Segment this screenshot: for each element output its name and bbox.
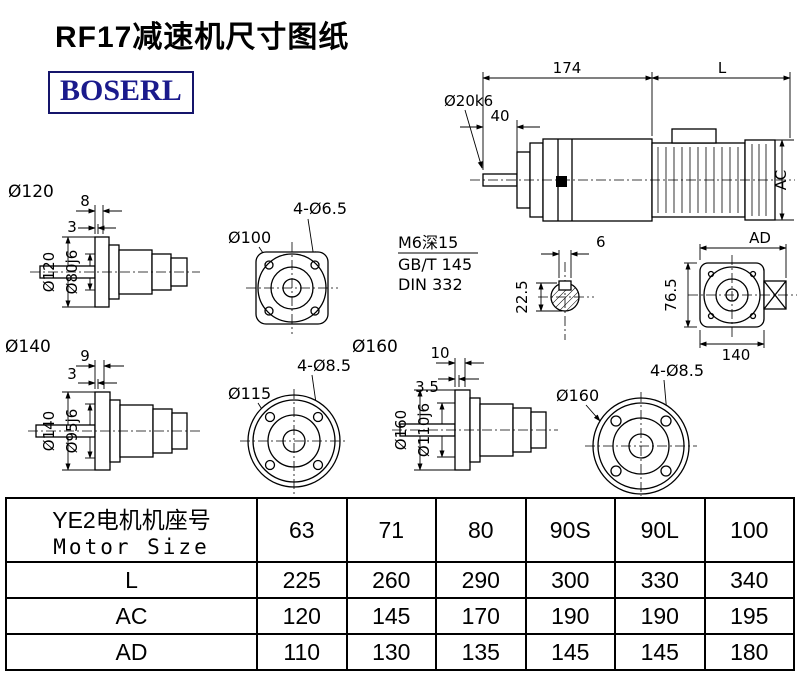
flange-115-holes-label: 4-Ø8.5 — [297, 356, 351, 375]
cell-l-80: 290 — [435, 561, 527, 599]
dim-key-width-label: 6 — [596, 233, 606, 251]
cell-ad-90l: 145 — [614, 633, 706, 671]
cell-ac-71: 145 — [345, 597, 437, 635]
view-160-flange-dia-label: Ø160 — [392, 410, 410, 450]
flange-100-dia-label: Ø100 — [228, 228, 271, 247]
dim-key-depth-label: 22.5 — [513, 280, 531, 313]
motor-size-header-en: Motor Size — [53, 535, 210, 559]
motor-size-63: 63 — [256, 497, 348, 563]
view-120: Ø120 8 3 Ø120 Ø80j6 — [8, 182, 200, 308]
cell-ad-71: 130 — [345, 633, 437, 671]
view-140: Ø140 9 3 Ø140 Ø95j6 — [5, 337, 200, 471]
flange-115-view: Ø115 4-Ø8.5 — [228, 356, 351, 494]
cell-l-63: 225 — [256, 561, 348, 599]
dim-140-label: 140 — [722, 346, 751, 364]
cell-l-90s: 300 — [524, 561, 616, 599]
cell-ac-63: 120 — [256, 597, 348, 635]
motor-size-71: 71 — [345, 497, 437, 563]
view-140-series-label: Ø140 — [5, 337, 51, 357]
notes: M6深15 GB/T 145 DIN 332 — [398, 233, 478, 294]
view-120-dim-3-label: 3 — [67, 218, 77, 236]
motor-size-table: YE2电机机座号 Motor Size 63 71 80 90S 90L 100… — [5, 497, 795, 671]
view-120-dim-8-label: 8 — [80, 192, 90, 210]
terminal-box — [671, 128, 717, 144]
view-120-series-label: Ø120 — [8, 182, 54, 202]
dim-76-5-label: 76.5 — [662, 278, 680, 311]
note-gbt-label: GB/T 145 — [398, 255, 472, 274]
motor-size-90l: 90L — [614, 497, 706, 563]
motor-size-80: 80 — [435, 497, 527, 563]
flange-115-dia-label: Ø115 — [228, 384, 271, 403]
row-label-ad: AD — [5, 633, 258, 671]
keyway — [558, 280, 572, 291]
dim-40-label: 40 — [490, 107, 509, 125]
flange-100-holes-label: 4-Ø6.5 — [293, 199, 347, 218]
boserl-logo: BOSERL — [48, 71, 194, 114]
view-140-dim-3-label: 3 — [67, 365, 77, 383]
view-140-dim-9-label: 9 — [80, 347, 90, 365]
note-tap-label: M6深15 — [398, 233, 458, 252]
cell-ac-90l: 190 — [614, 597, 706, 635]
table-row-ac: AC 120 145 170 190 190 195 — [5, 597, 795, 635]
motor-size-100: 100 — [703, 497, 795, 563]
cell-l-90l: 330 — [614, 561, 706, 599]
table-row-l: L 225 260 290 300 330 340 — [5, 561, 795, 599]
motor-size-header-cn: YE2电机机座号 — [52, 507, 211, 533]
page-title: RF17减速机尺寸图纸 — [55, 21, 350, 54]
view-120-spigot-dia-label: Ø80j6 — [63, 250, 81, 295]
cell-l-100: 340 — [703, 561, 795, 599]
cell-ad-80: 135 — [435, 633, 527, 671]
shaft-section-view: 6 22.5 — [513, 233, 606, 340]
cell-ac-80: 170 — [435, 597, 527, 635]
flange-160-dia-label: Ø160 — [556, 386, 599, 405]
table-row-ad: AD 110 130 135 145 145 180 — [5, 633, 795, 671]
note-din-label: DIN 332 — [398, 275, 463, 294]
gearmotor-body — [482, 128, 776, 222]
view-140-flange-dia-label: Ø140 — [40, 411, 58, 451]
oil-plug — [556, 176, 567, 187]
cell-ac-90s: 190 — [524, 597, 616, 635]
dim-ad-label: AD — [749, 229, 771, 247]
cell-ad-90s: 145 — [524, 633, 616, 671]
flange-160-holes-label: 4-Ø8.5 — [650, 361, 704, 380]
cell-ad-63: 110 — [256, 633, 348, 671]
shaft-dia-label: Ø20k6 — [444, 92, 493, 110]
dim-174-label: 174 — [553, 59, 582, 77]
motor-size-header-cell: YE2电机机座号 Motor Size — [5, 497, 258, 563]
row-label-ac: AC — [5, 597, 258, 635]
motor-size-90s: 90S — [524, 497, 616, 563]
table-header-row: YE2电机机座号 Motor Size 63 71 80 90S 90L 100 — [5, 497, 795, 563]
dim-l-label: L — [718, 59, 727, 77]
end-view: AD 76.5 140 — [662, 229, 797, 364]
dim-ac-label: AC — [772, 170, 790, 190]
view-160-spigot-dia-label: Ø110j6 — [415, 403, 433, 457]
view-160: Ø160 10 3.5 Ø160 Ø110j6 — [352, 337, 558, 471]
cell-ac-100: 195 — [703, 597, 795, 635]
technical-drawing: 174 L 40 Ø20k6 AC AD 76.5 140 — [5, 59, 797, 496]
view-160-series-label: Ø160 — [352, 337, 398, 357]
cell-l-71: 260 — [345, 561, 437, 599]
view-140-spigot-dia-label: Ø95j6 — [63, 409, 81, 454]
flange-160-view: Ø160 4-Ø8.5 — [556, 361, 704, 496]
view-160-dim-10-label: 10 — [430, 344, 449, 362]
flange-100-view: Ø100 4-Ø6.5 — [228, 199, 347, 334]
view-120-flange-dia-label: Ø120 — [40, 252, 58, 292]
cell-ad-100: 180 — [703, 633, 795, 671]
view-160-dim-3-5-label: 3.5 — [415, 378, 439, 396]
main-assembly-view: 174 L 40 Ø20k6 AC — [444, 59, 795, 222]
row-label-l: L — [5, 561, 258, 599]
